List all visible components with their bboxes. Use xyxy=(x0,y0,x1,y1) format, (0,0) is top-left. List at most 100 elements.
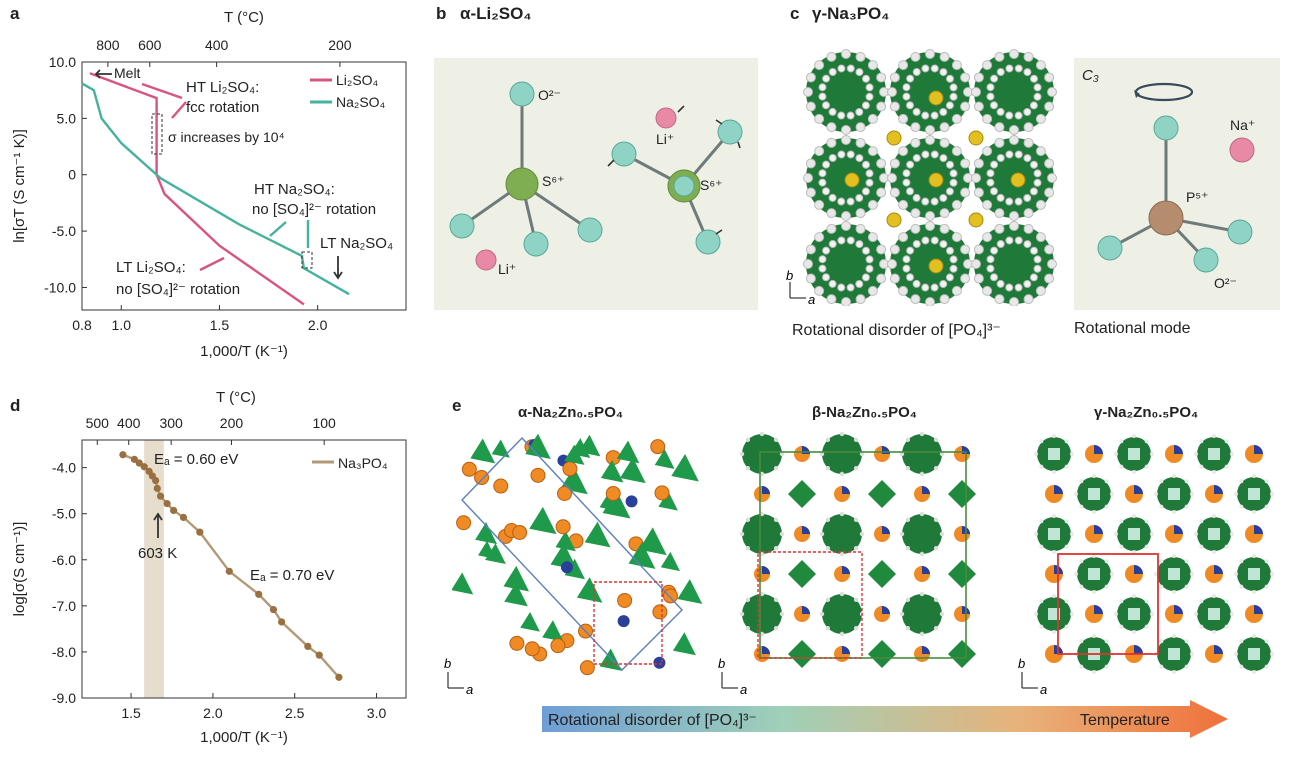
oxygen-atom xyxy=(855,240,864,249)
oxygen-atom xyxy=(921,236,930,245)
beta-phase-title: β-Na₂Zn₀.₅PO₄ xyxy=(812,404,917,421)
dashed-box xyxy=(151,113,163,155)
phosphorus-site xyxy=(1128,448,1140,460)
sodium-atom xyxy=(579,660,595,676)
oxygen-atom xyxy=(1199,464,1204,469)
oxygen-atom xyxy=(921,111,930,120)
oxygen-atom xyxy=(982,199,993,210)
oxygen-atom xyxy=(805,244,816,255)
top-axis-label: T (°C) xyxy=(216,389,256,406)
oxygen-atom xyxy=(1230,452,1234,456)
x-tick-label: 2.0 xyxy=(203,705,223,721)
oxygen-atom xyxy=(939,531,945,537)
arrow-melt xyxy=(94,69,112,79)
oxygen-atom xyxy=(745,437,751,443)
oxygen-atom xyxy=(818,92,827,101)
oxygen-atom xyxy=(695,229,721,255)
oxygen-atom xyxy=(839,591,845,597)
oxygen-atom xyxy=(1014,197,1023,206)
annotation-603k: 603 K xyxy=(138,545,177,562)
oxygen-atom xyxy=(876,273,887,284)
oxygen-atom xyxy=(853,545,859,551)
po4-cluster xyxy=(806,224,886,304)
top-tick-label: 400 xyxy=(117,415,141,431)
sodium-atom xyxy=(652,604,668,620)
panel-c-caption-right: Rotational mode xyxy=(1074,320,1191,337)
oxygen-atom xyxy=(1119,599,1124,604)
oxygen-atom xyxy=(1070,532,1074,536)
oxygen-atom xyxy=(939,208,950,219)
y-tick-label: -5.0 xyxy=(52,506,76,522)
oxygen-atom xyxy=(1184,479,1189,484)
oxygen-atom xyxy=(1023,194,1032,203)
oxygen-atom xyxy=(855,68,864,77)
oxygen-atom xyxy=(933,437,939,443)
oxygen-atom xyxy=(949,255,958,264)
y-axis-label: log[σ(S cm⁻¹)] xyxy=(11,522,28,617)
oxygen-atom xyxy=(971,173,981,183)
oxygen-atom xyxy=(905,187,914,196)
oxygen-atom xyxy=(1159,664,1164,669)
oxygen-atom xyxy=(902,83,911,92)
oxygen-atom xyxy=(846,150,855,159)
oxygen-atom xyxy=(887,259,897,269)
axis-b-label: b xyxy=(1018,656,1025,671)
sodium-atom xyxy=(493,478,509,494)
oxygen-atom xyxy=(986,264,995,273)
oxygen-atom xyxy=(899,451,905,457)
series-line-1 xyxy=(81,82,350,296)
oxygen-atom xyxy=(1212,630,1216,634)
oxygen-atom xyxy=(1144,464,1149,469)
sodium-label: Na⁺ xyxy=(1230,117,1255,133)
x-tick-label: 1.5 xyxy=(210,317,230,333)
oxygen-atom xyxy=(1047,173,1057,183)
oxygen-atom xyxy=(982,285,993,296)
oxygen-atom xyxy=(925,49,935,59)
oxygen-atom xyxy=(828,67,837,76)
oxygen-atom xyxy=(1252,590,1256,594)
oxygen-atom xyxy=(846,64,855,73)
oxygen-atom xyxy=(1014,236,1023,245)
arrow-lt-na xyxy=(333,256,343,280)
oxygen-atom xyxy=(1114,452,1118,456)
po4-cluster xyxy=(822,594,862,634)
oxygen-atom xyxy=(912,239,921,248)
oxygen-atom xyxy=(865,255,874,264)
po4-tetrahedron xyxy=(660,551,680,572)
oxygen-atom xyxy=(1184,559,1189,564)
oxygen-atom xyxy=(1172,634,1176,638)
oxygen-atom xyxy=(509,81,535,107)
top-tick-label: 300 xyxy=(159,415,183,431)
oxygen-atom xyxy=(889,72,900,83)
oxygen-atom xyxy=(841,125,851,135)
oxygen-atom xyxy=(889,101,900,112)
oxygen-atom xyxy=(773,597,779,603)
oxygen-atom xyxy=(1039,624,1044,629)
panel-b-title: α-Li₂SO₄ xyxy=(460,4,532,23)
oxygen-atom xyxy=(1224,519,1229,524)
oxygen-atom xyxy=(865,264,874,273)
oxygen-atom xyxy=(1079,479,1084,484)
oxygen-atom xyxy=(1190,492,1194,496)
oxygen-atom xyxy=(818,264,827,273)
po4-tetrahedron xyxy=(555,530,576,552)
oxygen-atom xyxy=(889,244,900,255)
oxygen-atom xyxy=(828,279,837,288)
oxygen-atom xyxy=(853,437,859,443)
oxygen-atom xyxy=(1014,111,1023,120)
dashed-box xyxy=(301,251,313,269)
oxygen-atom xyxy=(745,597,751,603)
top-tick-label: 400 xyxy=(205,37,229,53)
oxygen-atom xyxy=(1264,584,1269,589)
zinc-atom xyxy=(625,495,638,508)
oxygen-atom xyxy=(1110,572,1114,576)
axis-indicator-e-beta: b a xyxy=(718,656,747,696)
oxygen-atom xyxy=(1005,111,1014,120)
oxygen-atom xyxy=(1079,504,1084,509)
zinc-partial xyxy=(1254,445,1263,454)
po4-cluster xyxy=(806,52,886,132)
zinc-partial xyxy=(1134,565,1143,574)
oxygen-atom xyxy=(855,51,866,62)
oxygen-atom xyxy=(898,60,909,71)
oxygen-atom xyxy=(960,101,971,112)
